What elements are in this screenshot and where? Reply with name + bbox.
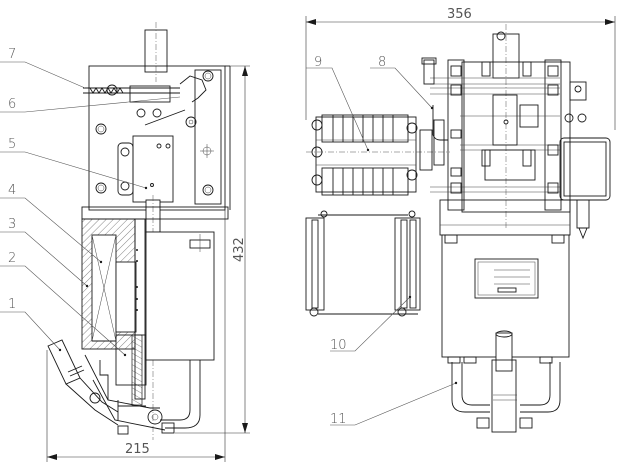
handle-tube <box>47 339 119 426</box>
fin-lines <box>332 115 394 195</box>
part-leaders-front <box>306 67 458 426</box>
label-part-4: 4 <box>8 183 16 198</box>
trip-block <box>117 135 174 203</box>
dimension-height <box>175 65 250 434</box>
part-leaders-side <box>0 61 181 357</box>
label-part-8: 8 <box>378 55 386 70</box>
inner-tube <box>134 218 146 400</box>
dimension-height-text: 432 <box>232 237 247 262</box>
dimension-side-width-text: 215 <box>125 442 150 457</box>
hex-bolts <box>95 70 214 196</box>
front-view: 356 <box>305 7 616 433</box>
nameplate <box>474 258 539 299</box>
side-view: 7 6 5 4 3 2 1 432 215 <box>0 22 250 462</box>
label-part-6: 6 <box>8 97 16 112</box>
dimension-front-width-text: 356 <box>447 7 472 22</box>
label-part-10: 10 <box>330 338 347 353</box>
label-part-3: 3 <box>8 217 16 232</box>
oil-cylinder <box>145 231 215 429</box>
label-part-1: 1 <box>8 297 16 312</box>
label-part-5: 5 <box>8 137 16 152</box>
base-bracket <box>84 354 175 435</box>
spring-adjuster <box>83 75 207 126</box>
label-part-9: 9 <box>314 55 322 70</box>
top-cap <box>81 206 229 220</box>
mechanism-frame <box>430 59 571 213</box>
limit-switch <box>519 81 611 240</box>
dimension-front-width <box>305 16 616 130</box>
armature <box>115 261 147 407</box>
label-part-7: 7 <box>8 47 16 62</box>
dimension-side-width <box>46 210 226 462</box>
label-part-2: 2 <box>8 251 16 266</box>
front-bolts <box>450 61 559 194</box>
cooling-radiator <box>306 114 450 196</box>
label-part-11: 11 <box>330 412 347 427</box>
top-fork <box>492 24 520 230</box>
top-shaft <box>144 22 168 82</box>
bottom-stem <box>447 330 561 433</box>
mounting-frame <box>305 210 421 317</box>
valve-assembly <box>421 57 448 166</box>
